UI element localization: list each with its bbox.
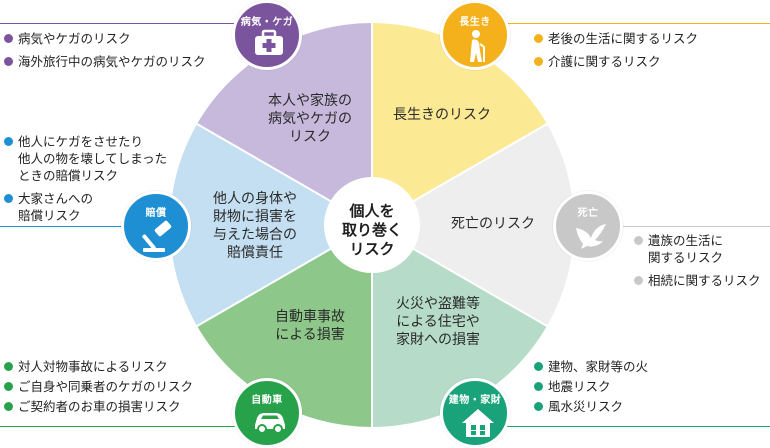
badge-disaster: 建物・家財	[440, 378, 510, 448]
segment-death	[372, 124, 574, 326]
connector-liability	[0, 226, 125, 227]
list-liability: 他人にケガをさせたり 他人の物を壊してしまった ときの賠償リスク 大家さんへの …	[4, 133, 167, 230]
segment-label-longevity: 長生きのリスク	[393, 107, 491, 123]
segment-label-death: 死亡のリスク	[451, 216, 535, 232]
car-icon	[255, 413, 285, 434]
house-icon	[462, 409, 494, 437]
list-item: 風水災リスク	[534, 398, 648, 415]
list-item: 建物、家財等の火	[534, 358, 648, 375]
list-item: 海外旅行中の病気やケガのリスク	[4, 53, 206, 70]
list-item: 相続に関するリスク	[634, 272, 761, 289]
connector-longevity	[505, 23, 770, 24]
dove-icon	[576, 224, 606, 249]
segment-label-liability: 他人の身体や 財物に損害を 与えた場合の 賠償責任	[213, 191, 297, 261]
badge-liability: 賠償	[121, 191, 191, 261]
connector-auto	[0, 426, 240, 427]
segment-label-disaster: 火災や盗難等 による住宅や 家財への損害	[396, 296, 480, 348]
list-item: 大家さんへの 賠償リスク	[4, 190, 167, 224]
list-item: 病気やケガのリスク	[4, 30, 206, 47]
list-item: 介護に関するリスク	[534, 53, 698, 70]
list-disaster: 建物、家財等の火 地震リスク 風水災リスク	[534, 358, 648, 418]
segment-label-auto: 自動車事故 による損害	[275, 309, 345, 343]
gavel-icon	[142, 220, 172, 252]
list-item: 老後の生活に関するリスク	[534, 30, 698, 47]
center-circle	[324, 177, 420, 273]
connector-disaster	[505, 426, 770, 427]
badge-auto: 自動車	[232, 378, 302, 448]
list-item: 他人にケガをさせたり 他人の物を壊してしまった ときの賠償リスク	[4, 133, 167, 184]
list-illness: 病気やケガのリスク 海外旅行中の病気やケガのリスク	[4, 30, 206, 76]
list-item: ご自身や同乗者のケガのリスク	[4, 378, 193, 395]
center-label: 個人を 取り巻く リスク	[341, 201, 402, 258]
list-item: 地震リスク	[534, 378, 648, 395]
badge-illness: 病気・ケガ	[232, 0, 302, 70]
segment-illness	[197, 23, 372, 225]
connector-illness	[0, 23, 240, 24]
segment-disaster	[372, 225, 547, 427]
list-item: 対人対物事故によるリスク	[4, 358, 193, 375]
segment-liability	[170, 124, 372, 326]
badge-longevity: 長生き	[440, 0, 510, 70]
list-item: ご契約者のお車の損害リスク	[4, 398, 193, 415]
segment-label-illness: 本人や家族の 病気やケガの リスク	[268, 93, 352, 145]
list-longevity: 老後の生活に関するリスク 介護に関するリスク	[534, 30, 698, 76]
segment-longevity	[372, 23, 547, 225]
list-item: 遺族の生活に 関するリスク	[634, 232, 761, 266]
elderly-cane-icon	[470, 30, 485, 62]
first-aid-kit-icon	[255, 29, 283, 55]
segment-auto	[197, 225, 372, 427]
badge-death: 死亡	[553, 191, 623, 261]
connector-death	[620, 226, 770, 227]
list-death: 遺族の生活に 関するリスク 相続に関するリスク	[634, 232, 761, 295]
list-auto: 対人対物事故によるリスク ご自身や同乗者のケガのリスク ご契約者のお車の損害リス…	[4, 358, 193, 418]
